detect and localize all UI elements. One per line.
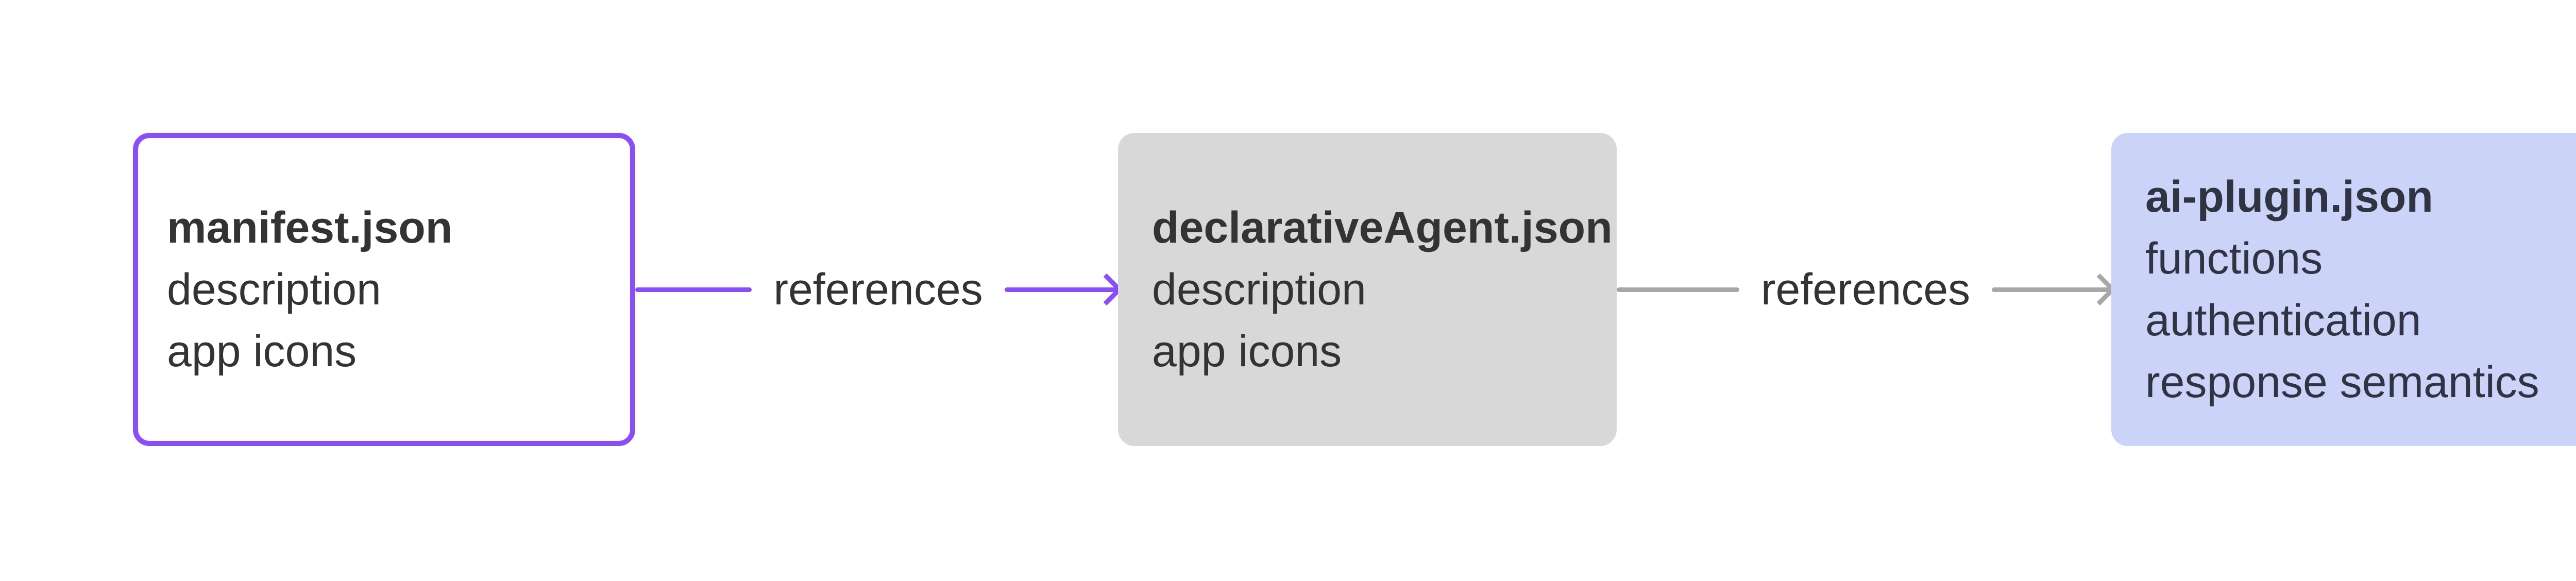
references-connector-2: references [1617,264,2116,314]
node-line: app icons [1152,327,1342,376]
node-title: ai-plugin.json [2145,172,2433,221]
node-line: response semantics [2145,357,2539,407]
references-connector-1: references [635,264,1123,314]
node-line: description [1152,265,1366,314]
connector-label: references [1760,264,1971,314]
connector-line [635,287,752,292]
node-line: description [167,265,381,314]
node-declarative-agent-json: declarativeAgent.json description app ic… [1118,133,1617,446]
node-title: declarativeAgent.json [1152,203,1613,252]
node-title: manifest.json [167,203,453,252]
node-line: functions [2145,234,2323,283]
connector-line [1617,287,1739,292]
node-manifest-json: manifest.json description app icons [133,133,635,446]
node-ai-plugin-json: ai-plugin.json functions authentication … [2111,133,2576,446]
node-line: authentication [2145,296,2421,345]
connector-line [1992,287,2115,292]
node-line: app icons [167,327,357,376]
connector-line [1004,287,1122,292]
connector-label: references [773,264,983,314]
